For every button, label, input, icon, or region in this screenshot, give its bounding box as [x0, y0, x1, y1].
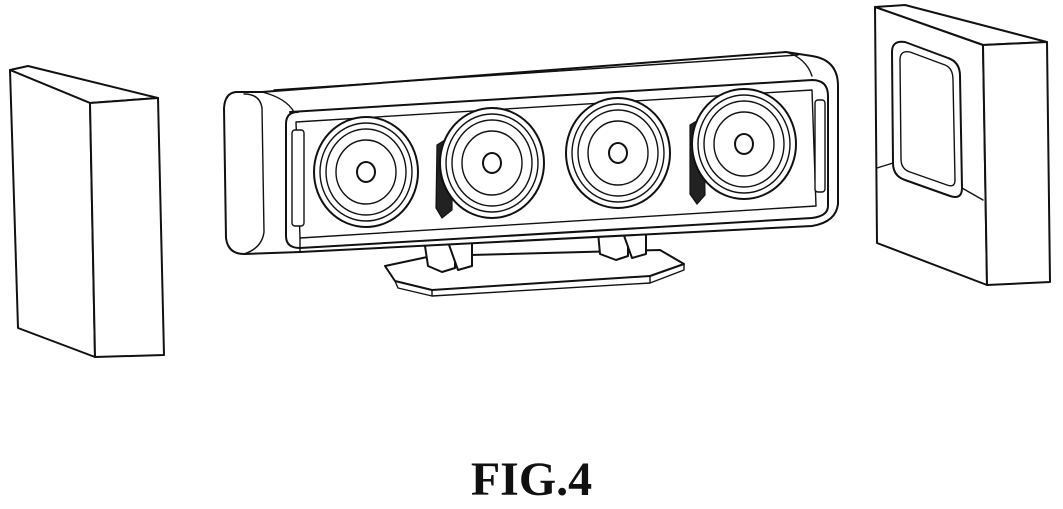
driver-3 — [565, 97, 671, 209]
left-foam-block — [9, 65, 165, 358]
right-foam-frame — [874, 4, 1051, 286]
driver-1 — [313, 116, 419, 228]
speaker-cabinet — [223, 51, 839, 255]
figure-caption: FIG.4 — [470, 453, 593, 506]
driver-4 — [691, 88, 797, 200]
driver-2 — [439, 107, 545, 219]
